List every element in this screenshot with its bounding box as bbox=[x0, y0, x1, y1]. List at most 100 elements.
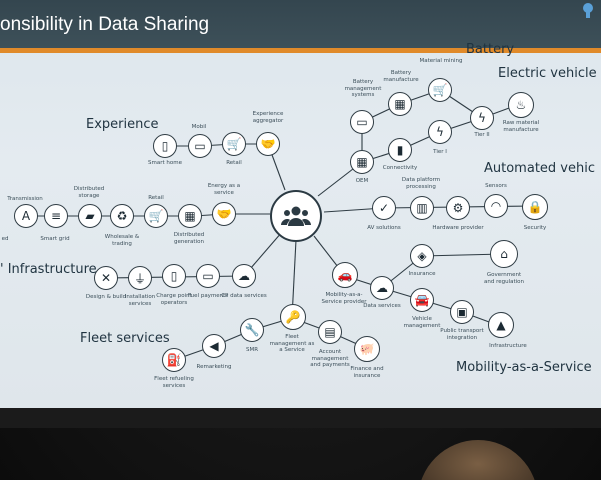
label-transmission: Transmission bbox=[7, 196, 43, 202]
shield-check-icon: ✓ bbox=[378, 201, 390, 215]
retail-energy-node: 🛒 bbox=[144, 204, 168, 228]
signal-bars-icon: ▮ bbox=[396, 143, 404, 157]
mining-cart-icon: 🛒 bbox=[432, 83, 448, 97]
wifi-icon: ◠ bbox=[490, 199, 502, 213]
cart-node: 🛒 bbox=[222, 132, 246, 156]
monitor-node: ▭ bbox=[188, 134, 212, 158]
label-vehicle-mgmt: Vehicle management bbox=[403, 316, 441, 329]
label-insurance: Insurance bbox=[408, 271, 436, 277]
label-installation: Installation services bbox=[124, 294, 156, 307]
label-distributed-generation: Distributed generation bbox=[173, 232, 205, 245]
label-retail-energy: Retail bbox=[148, 195, 164, 201]
maas-provider-node: 🚗 bbox=[332, 262, 358, 288]
label-distributed-storage: Distributed storage bbox=[73, 186, 105, 199]
label-charge-point: Charge point operators bbox=[156, 293, 192, 306]
label-finance: Finance and insurance bbox=[350, 366, 384, 379]
wrench-icon: 🔧 bbox=[244, 323, 260, 337]
label-fleet-refueling: Fleet refueling services bbox=[154, 376, 194, 389]
insurance-node: ◈ bbox=[410, 244, 434, 268]
label-mobility-provider: Mobility-as-a-Service provider bbox=[321, 292, 367, 305]
label-energy-service: Energy as a service bbox=[207, 183, 241, 196]
vehicle-mgmt-node: 🚘 bbox=[410, 288, 434, 312]
cloud-upload-icon: ☁ bbox=[238, 269, 250, 283]
tower-icon: A bbox=[21, 209, 31, 223]
plug-icon: ⏚ bbox=[133, 271, 146, 286]
label-wholesale: Wholesale & trading bbox=[104, 234, 140, 247]
generation-node: ▦ bbox=[178, 204, 202, 228]
label-tier1: Tier I bbox=[433, 149, 447, 155]
transmission-node: A bbox=[14, 204, 38, 228]
storage-node: ▰ bbox=[78, 204, 102, 228]
fleet-mgmt-node: 🔑 bbox=[280, 304, 306, 330]
label-data-services: Data services bbox=[363, 303, 401, 309]
battery-node: ▭ bbox=[350, 110, 374, 134]
label-sensors: Sensors bbox=[485, 183, 507, 189]
monitor-icon: ▭ bbox=[194, 139, 206, 153]
mining-cart-node: 🛒 bbox=[428, 78, 452, 102]
charge-point-node: ▯ bbox=[162, 264, 186, 288]
hardware-node: ⚙ bbox=[446, 196, 470, 220]
fuel-payments-node: ▭ bbox=[196, 264, 220, 288]
label-fleet-mgmt: Fleet management as a Service bbox=[269, 334, 315, 353]
label-connectivity: Connectivity bbox=[382, 165, 418, 171]
security-node: 🔒 bbox=[522, 194, 548, 220]
remarketing-node: ◀ bbox=[202, 334, 226, 358]
shield-icon: ◈ bbox=[417, 249, 427, 263]
section-electric: Electric vehicle bbox=[498, 66, 597, 81]
label-fuel-payments: Fuel payments bbox=[187, 293, 229, 299]
solar-panel-icon: ▦ bbox=[184, 209, 196, 223]
logo-icon bbox=[583, 3, 593, 18]
slide-title: onsibility in Data Sharing bbox=[0, 14, 210, 35]
label-data-platform: Data platform processing bbox=[401, 177, 441, 190]
label-battery-manufacture: Battery manufacture bbox=[383, 70, 419, 83]
label-cp-data: CP data services bbox=[221, 293, 267, 299]
cart-icon: 🛒 bbox=[148, 209, 164, 223]
sliders-icon: ≡ bbox=[50, 209, 62, 223]
handshake-node: 🤝 bbox=[256, 132, 280, 156]
wholesale-node: ♻ bbox=[110, 204, 134, 228]
label-raw-material: Raw material manufacture bbox=[502, 120, 540, 133]
factory-icon: ▦ bbox=[394, 97, 406, 111]
users-group-icon bbox=[281, 206, 311, 226]
label-smart-home: Smart home bbox=[148, 160, 182, 166]
finance-node: 🐖 bbox=[354, 336, 380, 362]
label-experience-aggregator: Experience aggregator bbox=[252, 111, 284, 124]
tier2-node: ϟ bbox=[470, 106, 494, 130]
smart-grid-node: ≡ bbox=[44, 204, 68, 228]
label-design-build: Design & build bbox=[85, 294, 127, 300]
label-security: Security bbox=[523, 225, 547, 231]
bus-icon: ▣ bbox=[456, 305, 468, 319]
title-accent-bar bbox=[0, 48, 601, 53]
cloud-upload-icon: ☁ bbox=[376, 281, 388, 295]
section-automated: Automated vehic bbox=[484, 161, 595, 176]
label-government: Government and regulation bbox=[483, 272, 525, 285]
screen-bottom-edge bbox=[0, 408, 601, 428]
bank-icon: ⌂ bbox=[500, 247, 508, 261]
gears-icon: ⚙ bbox=[452, 201, 464, 215]
folder-icon: ▰ bbox=[85, 209, 95, 223]
handshake-icon: 🤝 bbox=[260, 137, 276, 151]
public-transport-node: ▣ bbox=[450, 300, 474, 324]
label-hardware-provider: Hardware provider bbox=[432, 225, 484, 231]
energy-service-node: 🤝 bbox=[212, 202, 236, 226]
recycle-icon: ♻ bbox=[116, 209, 128, 223]
car-icon: 🚘 bbox=[414, 293, 430, 307]
megaphone-icon: ◀ bbox=[209, 339, 219, 353]
section-experience: Experience bbox=[86, 117, 159, 132]
lock-icon: 🔒 bbox=[527, 200, 543, 214]
chart-icon: ▥ bbox=[416, 201, 428, 215]
label-public-transport: Public transport integration bbox=[440, 328, 484, 341]
label-mobil: Mobil bbox=[191, 124, 207, 130]
label-tier2: Tier II bbox=[474, 132, 490, 138]
data-platform-node: ▥ bbox=[410, 196, 434, 220]
section-maas: Mobility-as-a-Service bbox=[456, 360, 592, 375]
label-oem: OEM bbox=[355, 178, 369, 184]
bolt-icon: ϟ bbox=[478, 111, 486, 125]
oem-node: ▦ bbox=[350, 150, 374, 174]
sensors-node: ◠ bbox=[484, 194, 508, 218]
label-account-mgmt: Account management and payments bbox=[310, 349, 350, 368]
label-battery-mgmt: Battery management systems bbox=[344, 79, 382, 98]
tier1-node: ϟ bbox=[428, 120, 452, 144]
card-icon: ▭ bbox=[202, 269, 214, 283]
label-ed: ed bbox=[1, 236, 9, 242]
